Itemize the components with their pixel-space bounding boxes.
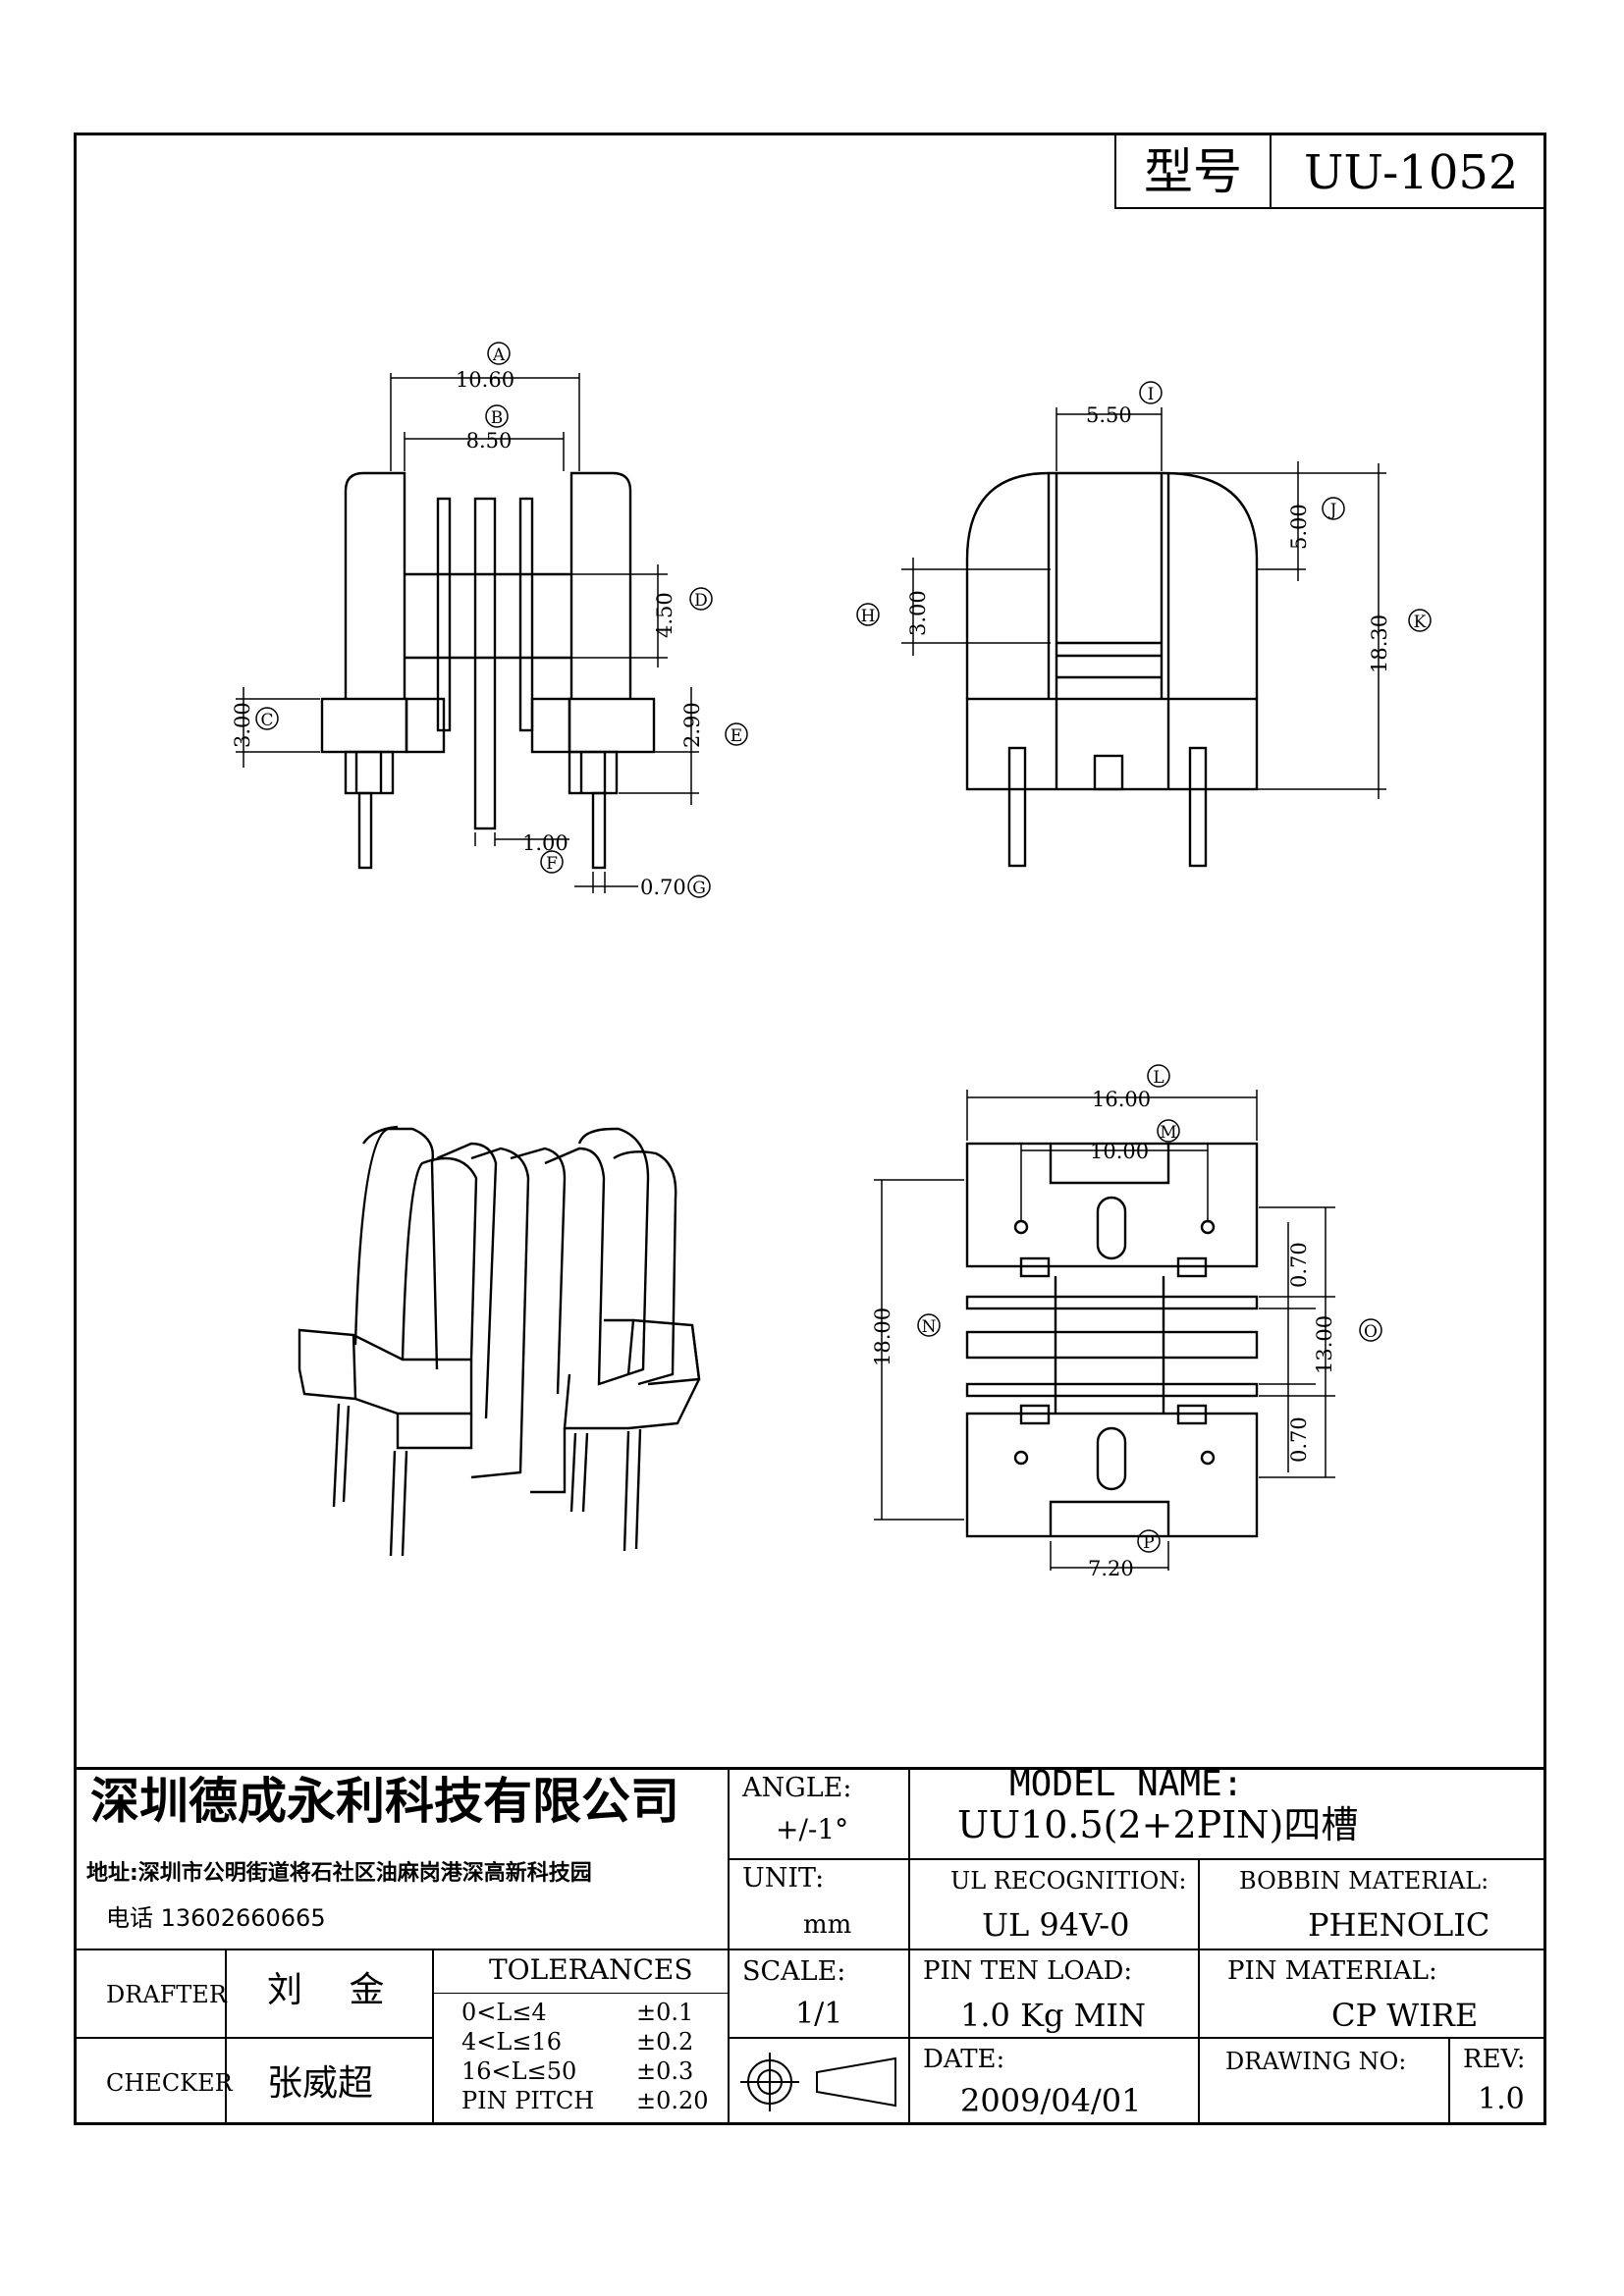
tolerance-range: 16<L≤50 xyxy=(461,2057,577,2085)
dim-l-value: 16.00 xyxy=(1092,1088,1151,1111)
pin-ten-load-label: PIN TEN LOAD: xyxy=(923,1956,1133,1986)
dim-j-value: 5.00 xyxy=(1287,504,1311,550)
dim-c-value: 3.00 xyxy=(231,702,254,748)
angle-label: ANGLE: xyxy=(742,1773,852,1803)
tolerance-value: ±0.3 xyxy=(636,2057,694,2085)
dim-b-value: 8.50 xyxy=(466,429,513,453)
bobbin-material-label: BOBBIN MATERIAL: xyxy=(1239,1867,1489,1895)
dim-o-letter: O xyxy=(1364,1322,1378,1342)
dim-h-letter: H xyxy=(861,607,876,626)
model-value: UU-1052 xyxy=(1304,145,1519,200)
projection-symbol-icon xyxy=(740,2053,896,2111)
rev-label: REV: xyxy=(1463,2045,1526,2074)
isometric-view xyxy=(298,1125,701,1557)
unit-value: mm xyxy=(803,1910,852,1940)
model-name-label: MODEL NAME: xyxy=(1009,1764,1244,1804)
engineering-drawing: A 10.60 B 8.50 3.00 C 4.50 D 2.90 E 1.00… xyxy=(231,342,1432,1580)
company-phone: 电话 13602660665 xyxy=(106,1904,326,1932)
pin-material-label: PIN MATERIAL: xyxy=(1227,1956,1437,1986)
dim-a-letter: A xyxy=(492,346,506,365)
dim-o2-value: 0.70 xyxy=(1287,1416,1311,1463)
dim-f-value: 1.00 xyxy=(522,831,568,855)
model-label: 型号 xyxy=(1144,143,1242,200)
tolerance-value: ±0.20 xyxy=(636,2087,709,2114)
scale-label: SCALE: xyxy=(742,1956,846,1987)
dim-c-letter: C xyxy=(260,711,273,730)
dim-g-letter: G xyxy=(692,879,706,898)
dim-o-value: 13.00 xyxy=(1313,1315,1336,1374)
tolerance-value: ±0.1 xyxy=(636,1999,694,2026)
company-address: 地址:深圳市公明街道将石社区油麻岗港深高新科技园 xyxy=(86,1861,592,1886)
dim-n-letter: N xyxy=(922,1317,937,1337)
dim-g-value: 0.70 xyxy=(640,876,686,899)
tolerance-range: PIN PITCH xyxy=(461,2087,595,2114)
tolerance-value: ±0.2 xyxy=(636,2028,694,2056)
tolerance-range: 4<L≤16 xyxy=(461,2028,562,2056)
model-name-value: UU10.5(2+2PIN)四槽 xyxy=(957,1803,1359,1846)
dim-i-letter: I xyxy=(1148,385,1155,404)
drafter-label: DRAFTER xyxy=(106,1981,227,2008)
dim-n-value: 18.00 xyxy=(871,1308,894,1366)
dim-d-letter: D xyxy=(694,591,708,611)
pin-ten-load-value: 1.0 Kg MIN xyxy=(960,1997,1147,2034)
company-name: 深圳德成永利科技有限公司 xyxy=(90,1772,679,1830)
checker-label: CHECKER xyxy=(106,2069,233,2097)
rev-value: 1.0 xyxy=(1478,2082,1525,2116)
front-view: A 10.60 B 8.50 3.00 C 4.50 D 2.90 E 1.00… xyxy=(231,342,748,899)
dim-i-value: 5.50 xyxy=(1086,403,1132,427)
drafter-value: 刘 金 xyxy=(267,1970,403,2010)
scale-value: 1/1 xyxy=(795,1997,843,2031)
date-value: 2009/04/01 xyxy=(960,2082,1142,2119)
dim-b-letter: B xyxy=(491,408,504,428)
dim-e-value: 2.90 xyxy=(680,702,704,748)
tolerances-title: TOLERANCES xyxy=(489,1953,693,1986)
dim-h-value: 3.00 xyxy=(906,590,930,636)
dim-l-letter: L xyxy=(1153,1068,1164,1088)
dim-a-value: 10.60 xyxy=(456,368,514,392)
angle-value: +/-1° xyxy=(776,1813,849,1845)
dim-f-letter: F xyxy=(546,854,558,874)
dim-m-value: 10.00 xyxy=(1090,1140,1149,1163)
dim-o1-value: 0.70 xyxy=(1287,1242,1311,1288)
dim-p-value: 7.20 xyxy=(1088,1557,1134,1580)
dim-m-letter: M xyxy=(1160,1123,1176,1143)
date-label: DATE: xyxy=(923,2045,1005,2074)
checker-value: 张威超 xyxy=(267,2063,374,2104)
ul-label: UL RECOGNITION: xyxy=(950,1867,1187,1895)
bottom-view: 16.00 L 10.00 M 18.00 N 0.70 13.00 0.70 … xyxy=(871,1064,1382,1580)
drawing-no-label: DRAWING NO: xyxy=(1225,2048,1407,2075)
pin-material-value: CP WIRE xyxy=(1331,1997,1479,2034)
dim-d-value: 4.50 xyxy=(653,592,677,638)
model-value-cell xyxy=(1270,133,1546,209)
ul-value: UL 94V-0 xyxy=(982,1906,1130,1944)
side-view: 5.50 I 3.00 H 5.00 J 18.30 K xyxy=(856,381,1432,868)
dim-k-value: 18.30 xyxy=(1368,614,1391,673)
dim-e-letter: E xyxy=(731,726,742,746)
unit-label: UNIT: xyxy=(742,1863,825,1894)
bobbin-material-value: PHENOLIC xyxy=(1308,1906,1490,1944)
dim-k-letter: K xyxy=(1414,613,1427,632)
dim-j-letter: J xyxy=(1328,501,1337,520)
dim-p-letter: P xyxy=(1143,1533,1154,1553)
tolerance-range: 0<L≤4 xyxy=(461,1999,547,2026)
